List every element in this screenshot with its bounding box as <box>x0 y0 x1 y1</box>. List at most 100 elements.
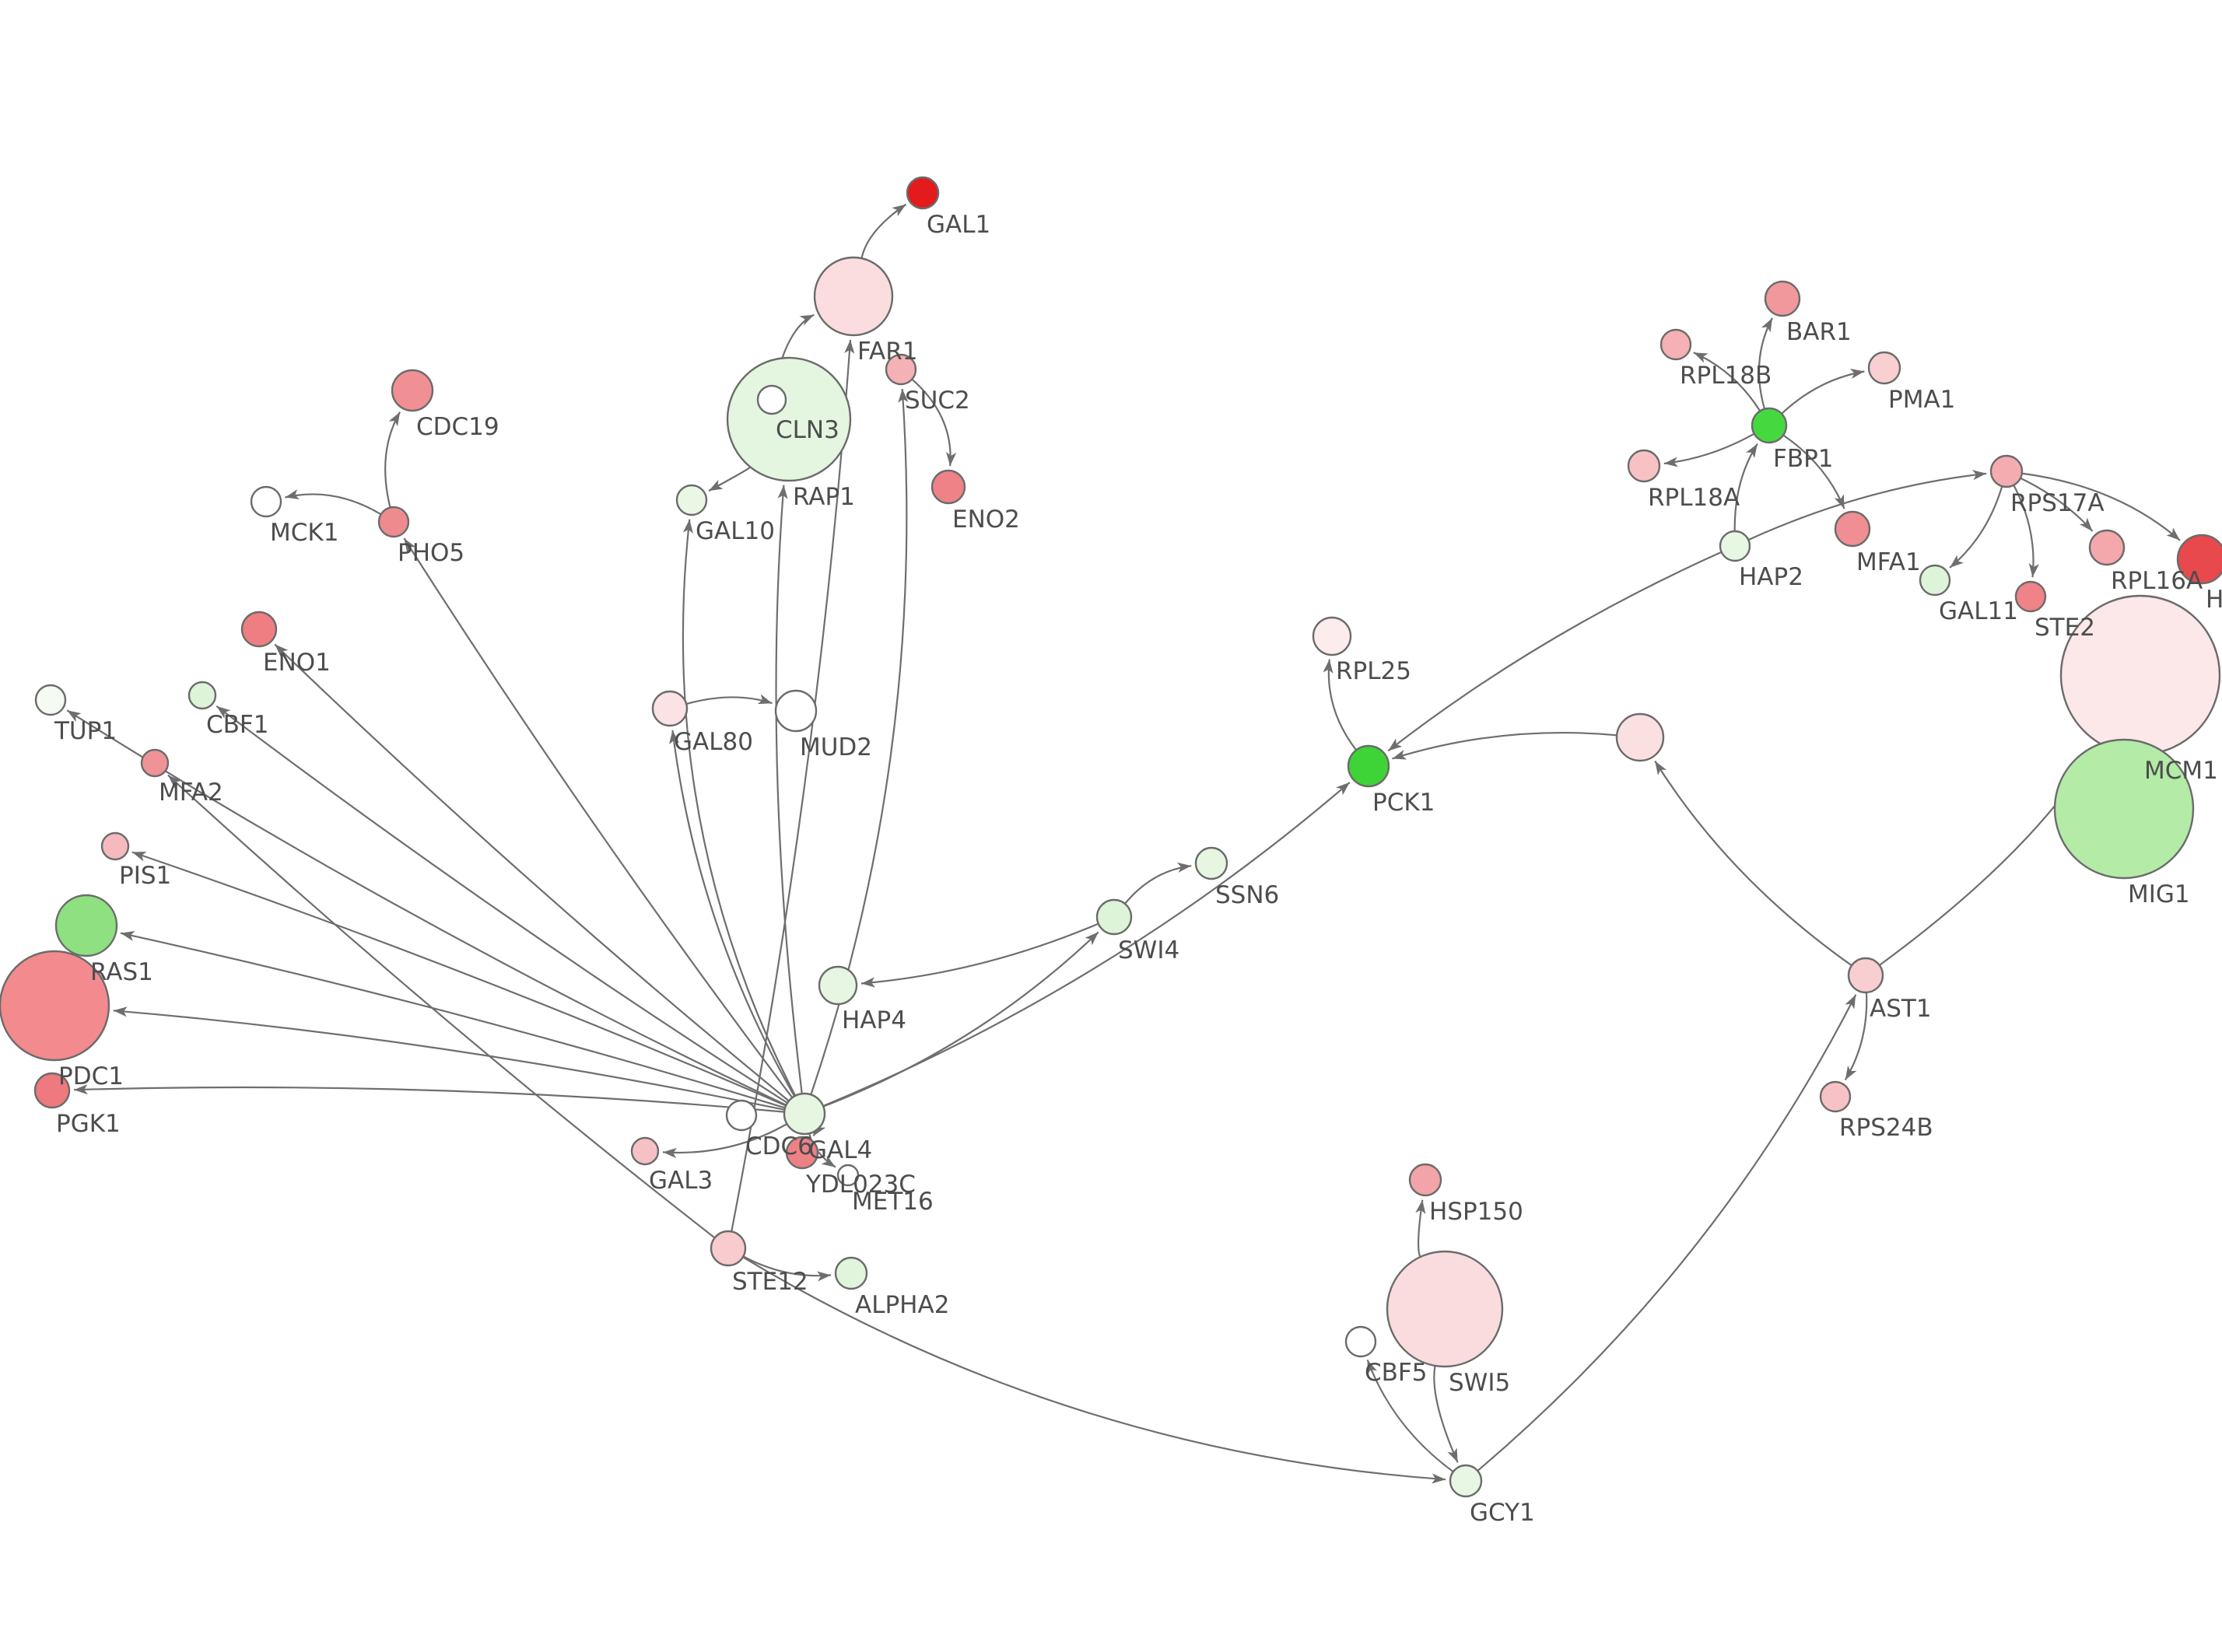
node-CDC6[interactable] <box>725 1099 758 1132</box>
node-RPS24B[interactable] <box>1819 1080 1852 1113</box>
node-PCK1[interactable] <box>1347 744 1390 788</box>
node-RPL16A[interactable] <box>2088 529 2126 566</box>
node-PHO5[interactable] <box>377 506 410 538</box>
edge-FBP1-MFA1[interactable] <box>1782 434 1845 509</box>
node-ENO2[interactable] <box>931 469 966 505</box>
node-RPL18B[interactable] <box>1659 328 1692 361</box>
edge-STE12-MFA2[interactable] <box>167 774 716 1239</box>
node-GAL1[interactable] <box>906 176 940 210</box>
node-GAL3[interactable] <box>630 1136 660 1166</box>
edge-SWI5-HSP150[interactable] <box>1415 1199 1426 1258</box>
edge-GAL4-PHO5[interactable] <box>403 537 794 1098</box>
edge-SUC2-ENO2[interactable] <box>911 378 957 467</box>
edge-FBP1-RPL18B[interactable] <box>1693 352 1761 411</box>
edge-HAP2-FBP1[interactable] <box>1733 443 1758 532</box>
node-STE12[interactable] <box>710 1230 747 1267</box>
node-MET16[interactable] <box>836 1164 860 1187</box>
node-RPL18A[interactable] <box>1627 449 1661 483</box>
node-CBF5[interactable] <box>1344 1325 1377 1358</box>
node-RPL25[interactable] <box>1312 616 1352 656</box>
edge-HAP2-PCK1[interactable] <box>1387 551 1723 752</box>
node-UNK1[interactable] <box>1615 712 1665 762</box>
edge-FBP1-BAR1[interactable] <box>1758 317 1773 410</box>
edge-STE12-ALPHA2[interactable] <box>742 1255 832 1282</box>
node-GAL80[interactable] <box>651 690 689 727</box>
edge-GAL4-RAP1[interactable] <box>775 485 803 1094</box>
node-label-HAP4: HAP4 <box>842 1006 906 1034</box>
node-RAS1[interactable] <box>54 894 118 957</box>
node-AST1[interactable] <box>1847 957 1884 994</box>
node-FBP1[interactable] <box>1751 407 1788 444</box>
edge-GAL80-MUD2[interactable] <box>685 694 773 705</box>
edge-AST1-UNK1[interactable] <box>1654 760 1852 967</box>
edge-FAR1-GAL1[interactable] <box>860 203 907 259</box>
node-GAL11[interactable] <box>1919 564 1951 597</box>
edge-GAL4-SWI4[interactable] <box>822 931 1099 1108</box>
edge-GAL4-CBF1[interactable] <box>216 705 788 1104</box>
edge-GAL4-PGK1[interactable] <box>73 1084 785 1113</box>
node-ALPHA2[interactable] <box>834 1256 868 1290</box>
node-CDC19[interactable] <box>391 369 434 412</box>
node-BAR1[interactable] <box>1764 280 1801 317</box>
node-HAP2[interactable] <box>1719 530 1751 562</box>
edge-STE12-GCY1[interactable] <box>742 1256 1446 1484</box>
node-PIS1[interactable] <box>100 831 130 861</box>
node-CLN3[interactable] <box>756 384 787 415</box>
edge-PHO5-MCK1[interactable] <box>285 489 382 516</box>
node-PGK1[interactable] <box>33 1072 71 1109</box>
edge-GAL4-GAL3[interactable] <box>662 1123 788 1159</box>
edge-SWI5-GCY1[interactable] <box>1433 1365 1459 1463</box>
edge-GAL4-GAL10[interactable] <box>682 519 797 1097</box>
node-ENO1[interactable] <box>240 611 278 648</box>
edge-PHO5-CDC19[interactable] <box>384 411 401 508</box>
node-MUD2[interactable] <box>774 689 818 733</box>
node-GAL10[interactable] <box>675 484 708 516</box>
edge-RPS17A-GAL11[interactable] <box>1949 485 2003 569</box>
edge-FBP1-RPL18A[interactable] <box>1663 432 1755 467</box>
edge-FBP1-PMA1[interactable] <box>1781 369 1865 415</box>
edge-STE12-FAR1[interactable] <box>731 339 855 1232</box>
edge-RAP1-GAL10[interactable] <box>708 466 752 492</box>
edge-HAP2-RPS17A[interactable] <box>1747 470 1987 541</box>
node-YDL023C[interactable] <box>785 1136 819 1170</box>
node-SWI4[interactable] <box>1095 898 1133 936</box>
node-RAP1[interactable] <box>726 356 852 482</box>
edge-AST1-RPS24B[interactable] <box>1844 992 1868 1081</box>
node-HSP150[interactable] <box>1408 1163 1442 1197</box>
edge-GAL4-PIS1[interactable] <box>131 851 787 1107</box>
edge-UNK1-PCK1[interactable] <box>1392 731 1617 760</box>
node-SSN6[interactable] <box>1194 846 1228 880</box>
node-SUC2[interactable] <box>885 353 917 386</box>
edge-PCK1-RPL25[interactable] <box>1323 659 1358 751</box>
node-MFA1[interactable] <box>1834 510 1871 548</box>
edge-GAL4-GAL80[interactable] <box>669 730 796 1097</box>
edge-GCY1-CBF5[interactable] <box>1366 1360 1454 1473</box>
node-FAR1[interactable] <box>813 256 894 337</box>
edge-GCY1-AST1[interactable] <box>1477 994 1857 1472</box>
edge-GAL4-PDC1[interactable] <box>113 1006 785 1111</box>
node-SWI5[interactable] <box>1386 1250 1504 1368</box>
edge-GAL4-RAS1[interactable] <box>120 931 786 1109</box>
edge-RPS17A-HIS4[interactable] <box>2021 472 2181 541</box>
node-GAL4[interactable] <box>783 1092 826 1136</box>
edge-SWI4-HAP4[interactable] <box>860 922 1099 988</box>
node-STE2[interactable] <box>2014 580 2047 613</box>
node-RPS17A[interactable] <box>1989 454 2024 488</box>
edge-SWI4-SSN6[interactable] <box>1124 862 1192 905</box>
node-MIG1[interactable] <box>2053 738 2195 880</box>
edge-RPS17A-RPL16A[interactable] <box>2020 477 2094 532</box>
node-PDC1[interactable] <box>0 950 110 1062</box>
edge-GAL4-ENO1[interactable] <box>274 643 790 1102</box>
node-CBF1[interactable] <box>188 681 217 710</box>
node-HIS4[interactable] <box>2176 534 2222 585</box>
edge-RPS17A-STE2[interactable] <box>2013 485 2039 578</box>
node-MFA2[interactable] <box>140 748 170 778</box>
node-MCK1[interactable] <box>250 485 282 518</box>
node-GCY1[interactable] <box>1449 1464 1483 1498</box>
node-TUP1[interactable] <box>34 684 67 716</box>
edge-GAL4-TUP1[interactable] <box>66 709 787 1106</box>
node-PMA1[interactable] <box>1867 351 1901 385</box>
node-HAP4[interactable] <box>818 965 858 1006</box>
